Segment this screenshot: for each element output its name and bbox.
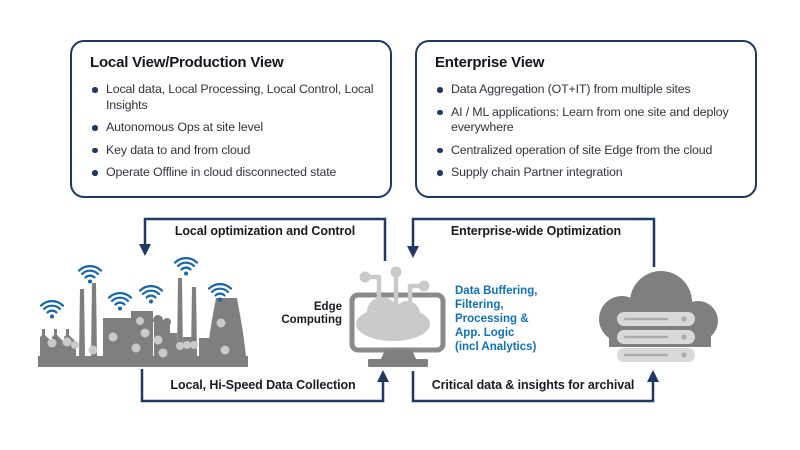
list-item: Operate Offline in cloud disconnected st… [90,165,378,181]
arrow-edge-to-cloud [411,371,655,403]
enterprise-view-title: Enterprise View [435,54,545,71]
cloud-server-icon [599,271,718,362]
wifi-icon [107,292,133,312]
enterprise-view-bullet-list: Data Aggregation (OT+IT) from multiple s… [435,82,743,181]
arrowhead-up-icon [377,370,389,382]
edge-computing-label: Edge Computing [248,301,342,327]
local-view-title: Local View/Production View [90,54,284,71]
list-item: Autonomous Ops at site level [90,120,378,136]
factory-window-dots [47,317,230,358]
local-view-box: Local View/Production View Local data, L… [70,40,392,198]
list-item: Local data, Local Processing, Local Cont… [90,82,378,113]
wifi-icon [77,265,103,285]
annotation-line: (incl Analytics) [455,341,537,353]
flow-label-critical-data: Critical data & insights for archival [431,378,635,392]
annotation-line: Data Buffering, [455,285,538,297]
edge-computing-label-line2: Computing [281,314,342,326]
list-item: Key data to and from cloud [90,143,378,159]
arrow-cloud-to-edge [411,217,656,267]
local-view-bullet-list: Local data, Local Processing, Local Cont… [90,82,378,181]
annotation-line: App. Logic [455,327,515,339]
arrowhead-down-icon [139,244,151,256]
list-item: Data Aggregation (OT+IT) from multiple s… [435,82,743,98]
factory-icon [38,257,248,367]
wifi-icon [138,285,164,305]
flow-label-enterprise-optimization: Enterprise-wide Optimization [450,224,622,238]
monitor-stand [368,350,428,367]
edge-computing-label-line1: Edge [313,301,342,313]
arrow-edge-to-factory [143,217,387,261]
annotation-line: Processing & [455,313,529,325]
flow-label-data-collection: Local, Hi-Speed Data Collection [170,378,356,392]
edge-functions-annotation: Data Buffering, Filtering, Processing & … [455,284,590,354]
arrowhead-down-icon [407,246,419,258]
server-racks [617,312,695,362]
flow-label-local-optimization: Local optimization and Control [174,224,356,238]
annotation-line: Filtering, [455,299,504,311]
iot-cloud-icon [356,266,430,341]
list-item: AI / ML applications: Learn from one sit… [435,105,743,136]
wifi-icon [173,257,199,277]
list-item: Supply chain Partner integration [435,165,743,181]
edge-computing-monitor-icon [349,266,446,367]
arrow-factory-to-edge [140,369,385,403]
arrowhead-up-icon [647,370,659,382]
enterprise-view-box: Enterprise View Data Aggregation (OT+IT)… [415,40,757,198]
list-item: Centralized operation of site Edge from … [435,143,743,159]
wifi-icon [39,300,65,320]
